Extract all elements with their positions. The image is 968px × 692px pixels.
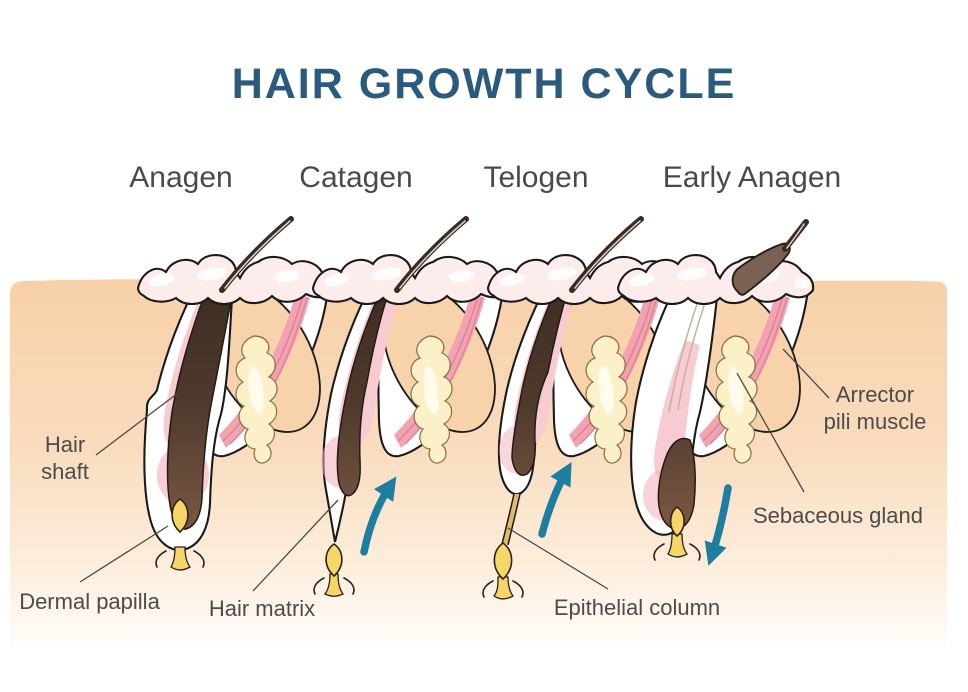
page-title: HAIR GROWTH CYCLE — [231, 60, 737, 108]
phase-label-early-anagen: Early Anagen — [662, 161, 842, 194]
new-hair-bulb — [657, 437, 696, 530]
hair-shaft-shape — [166, 275, 236, 530]
annotation-hair-matrix: Hair matrix — [208, 596, 316, 621]
annotation-dermal-papilla: Dermal papilla — [19, 589, 160, 614]
epithelial-column-leader-line — [507, 527, 609, 590]
hair-shaft-shape — [336, 276, 393, 497]
hair-above-skin — [394, 216, 469, 293]
annotation-hair-shaft: Hair shaft — [41, 432, 89, 484]
dermal-papilla-leader-line — [79, 525, 169, 583]
annotation-epithelial-column: Epithelial column — [553, 595, 721, 620]
sebaceous-gland-leader-line — [736, 372, 805, 493]
follicle-illustration-telogen — [482, 216, 685, 600]
dermal-papilla-shape — [669, 506, 685, 538]
hair-above-skin — [219, 216, 294, 293]
catagen-up-arrow-icon — [360, 476, 397, 556]
phase-label-catagen: Catagen — [299, 161, 413, 194]
hair-matrix-leader-line — [252, 499, 339, 592]
arrector-pili-muscle-leader-line — [782, 348, 830, 399]
dermal-papilla-shape — [171, 498, 189, 534]
follicle-illustration-anagen — [136, 216, 335, 571]
annotation-arrector-pili-muscle: Arrector pili muscle — [823, 382, 927, 434]
early-anagen-down-arrow-icon — [704, 484, 732, 566]
annotation-sebaceous-gland: Sebaceous gland — [752, 503, 924, 528]
dermal-papilla-shape — [493, 542, 513, 581]
phase-label-telogen: Telogen — [483, 161, 589, 194]
follicle-illustration-early-anagen — [616, 219, 815, 561]
hair-above-skin — [569, 216, 644, 293]
follicle-illustration-catagen — [311, 216, 510, 597]
dermal-papilla-shape — [325, 543, 343, 578]
epithelial-column-shape — [501, 493, 515, 545]
telogen-up-arrow-icon — [538, 461, 572, 538]
hair-shaft-leader-line — [95, 392, 179, 456]
phase-label-anagen: Anagen — [129, 161, 233, 194]
hair-shaft-shape — [511, 277, 571, 476]
